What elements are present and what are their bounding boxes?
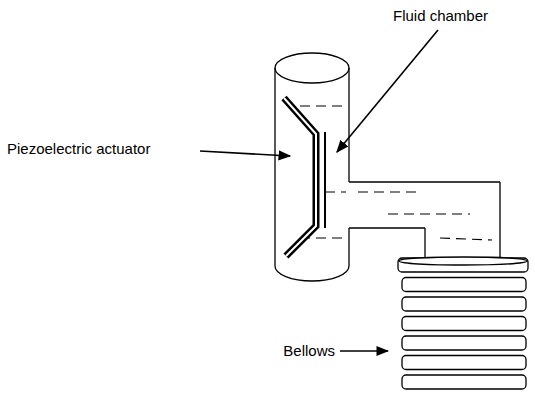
leader-arrows [200,30,438,351]
bellows-disc [402,278,526,292]
part-label: Piezoelectric actuator [6,141,151,158]
bellows-disc [402,297,526,311]
bellows-disc [402,317,526,331]
part-label: Bellows [282,343,336,360]
bellows [398,257,528,389]
bellows-disc [402,375,526,389]
part-label: Fluid chamber [392,8,489,25]
piezoelectric-actuator [284,98,325,256]
bellows-disc [402,356,526,370]
fluid-chamber-cylinder [275,53,349,281]
fluid-lines [300,106,492,240]
bellows-disc [398,258,528,272]
bellows-disc [402,336,526,350]
connecting-tube [349,182,500,258]
bellows-top [399,257,527,265]
